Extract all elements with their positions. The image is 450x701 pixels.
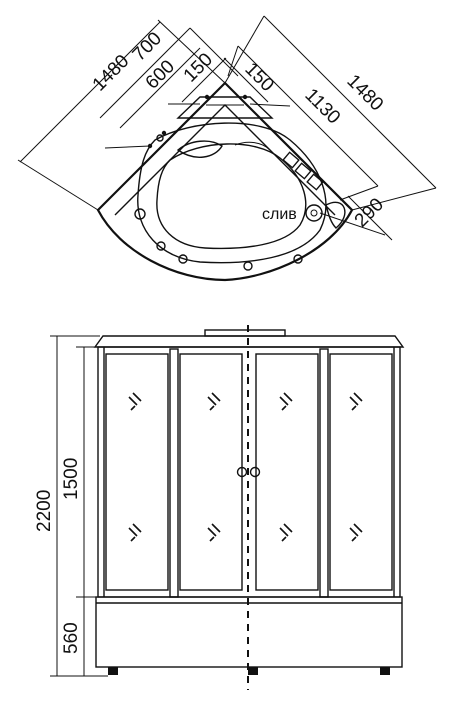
side-glass-left <box>105 353 169 591</box>
jet <box>134 208 146 220</box>
jet <box>156 241 166 251</box>
dim-290: 290 <box>319 194 393 241</box>
svg-text:600: 600 <box>142 56 179 93</box>
control-panel <box>282 151 324 191</box>
drain-cover <box>325 201 346 229</box>
jet <box>178 254 188 264</box>
dim-600: 600 <box>119 47 201 129</box>
jet <box>156 134 164 142</box>
door-handle-left[interactable] <box>236 466 248 478</box>
foot <box>108 667 118 675</box>
dim-point <box>204 94 210 100</box>
top-view: слив 1480 700 600 150 150 <box>17 15 437 282</box>
svg-text:2200: 2200 <box>34 490 55 532</box>
side-glass-right <box>329 353 393 591</box>
basin-outer <box>137 122 327 264</box>
headrest <box>176 140 223 158</box>
foot <box>380 667 390 675</box>
roof-top <box>204 329 286 337</box>
dim-2200: 2200 <box>34 335 108 677</box>
drain-outlet <box>305 204 323 222</box>
svg-text:150: 150 <box>240 59 277 96</box>
dim-point <box>147 143 153 149</box>
svg-text:290: 290 <box>351 194 388 231</box>
door-handle-right[interactable] <box>249 466 261 478</box>
svg-text:560: 560 <box>61 622 82 654</box>
basin-inner <box>156 143 307 250</box>
rim-detail <box>234 141 271 151</box>
leader <box>104 145 151 149</box>
glass-motifs <box>128 392 363 542</box>
door-glass-right[interactable] <box>255 353 319 591</box>
svg-text:1130: 1130 <box>300 85 344 129</box>
svg-text:150: 150 <box>180 49 217 86</box>
dim-560: 560 <box>61 597 85 676</box>
drain-label: слив <box>262 206 297 223</box>
dim-point <box>242 94 248 100</box>
front-view: 2200 1500 560 <box>34 325 405 690</box>
post-right <box>319 348 329 598</box>
drain-center <box>310 209 318 217</box>
dim-1500: 1500 <box>61 346 98 598</box>
dim-150-left: 150 <box>168 49 227 105</box>
jet <box>243 261 253 271</box>
tray-outline <box>96 81 354 282</box>
dim-point <box>161 130 167 136</box>
svg-text:1480: 1480 <box>89 51 134 96</box>
svg-text:1500: 1500 <box>61 458 82 500</box>
foot <box>248 667 258 675</box>
corner-seat <box>176 96 274 119</box>
door-glass-left[interactable] <box>179 353 243 591</box>
jet <box>293 254 303 264</box>
post-left <box>169 348 179 598</box>
svg-text:1480: 1480 <box>342 71 387 116</box>
